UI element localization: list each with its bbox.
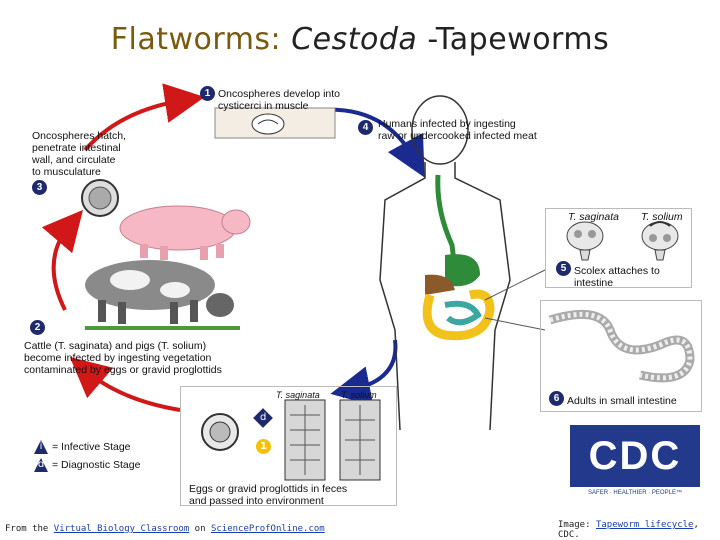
legend: i = Infective Stage d = Diagnostic Stage [34, 440, 184, 472]
oncosphere-image [81, 179, 119, 217]
virtual-biology-classroom-link[interactable]: Virtual Biology Classroom [53, 524, 190, 534]
red-arrow-2-to-3 [41, 209, 84, 311]
pointer-line-adults [484, 317, 546, 331]
step-5-label: Scolex attaches to intestine [574, 265, 660, 289]
egg-label-saginata: T. saginata [276, 390, 320, 400]
step-badge-5: 5 [556, 261, 571, 276]
scolex-label-solium: T. solium [641, 211, 683, 223]
cdc-logo: CDC SAFER · HEALTHIER · PEOPLE™ [570, 425, 700, 500]
scolex-panel: T. saginata T. solium 5 Scolex attaches … [545, 208, 692, 289]
infective-marker: 1 [256, 439, 271, 454]
page-title: Flatworms: Cestoda -Tapeworms [110, 22, 610, 57]
step-badge-2: 2 [30, 320, 45, 335]
egg-label-solium: T. solium [341, 390, 377, 400]
step-badge-3: 3 [32, 180, 47, 195]
human-figure [379, 95, 511, 431]
step-badge-6: 6 [549, 391, 564, 406]
scolex-solium-image [641, 221, 679, 261]
scienceprofonline-link[interactable]: ScienceProfOnline.com [210, 524, 325, 534]
step-badge-1: 1 [200, 86, 215, 101]
step-6-label: Adults in small intestine [567, 395, 677, 407]
red-arrow-env-to-2 [69, 356, 181, 412]
diagnostic-triangle-icon: d [34, 458, 48, 472]
step-1-label: Oncospheres develop into cysticerci in m… [218, 88, 340, 112]
legend-diagnostic: d = Diagnostic Stage [34, 458, 184, 472]
infective-triangle-icon: i [34, 440, 48, 454]
adult-panel: 6 Adults in small intestine [540, 300, 702, 412]
blue-arrow-human-to-eggs [330, 339, 398, 406]
pig-image [119, 205, 251, 260]
step-2-label: Cattle (T. saginata) and pigs (T. solium… [24, 340, 222, 376]
cow-image [85, 260, 240, 330]
footer-left: From the Virtual Biology Classroom on Sc… [5, 524, 325, 534]
scolex-label-saginata: T. saginata [568, 211, 619, 223]
eggs-caption: Eggs or gravid proglottids in feces and … [189, 483, 348, 507]
diagnostic-marker: d [253, 408, 273, 428]
footer-right: Image: Tapeworm lifecycle, CDC. [558, 520, 699, 540]
adult-worm-image [548, 309, 695, 383]
proglottid-solium-image [339, 399, 381, 481]
proglottid-saginata-image [284, 399, 326, 481]
legend-infective: i = Infective Stage [34, 440, 184, 454]
step-3-label: Oncospheres hatch, penetrate intestinal … [32, 130, 126, 178]
tapeworm-lifecycle-link[interactable]: Tapeworm lifecycle [595, 520, 694, 530]
step-badge-4: 4 [358, 120, 373, 135]
egg-image [201, 413, 239, 451]
scolex-saginata-image [566, 221, 604, 261]
step-4-label: Humans infected by ingesting raw or unde… [378, 118, 537, 142]
eggs-panel: T. saginata T. solium d 1 Eggs or gravid… [180, 386, 397, 507]
cysticercus-image [214, 107, 336, 139]
red-arrow-3-to-1 [83, 83, 205, 152]
pointer-line-scolex [484, 269, 546, 301]
